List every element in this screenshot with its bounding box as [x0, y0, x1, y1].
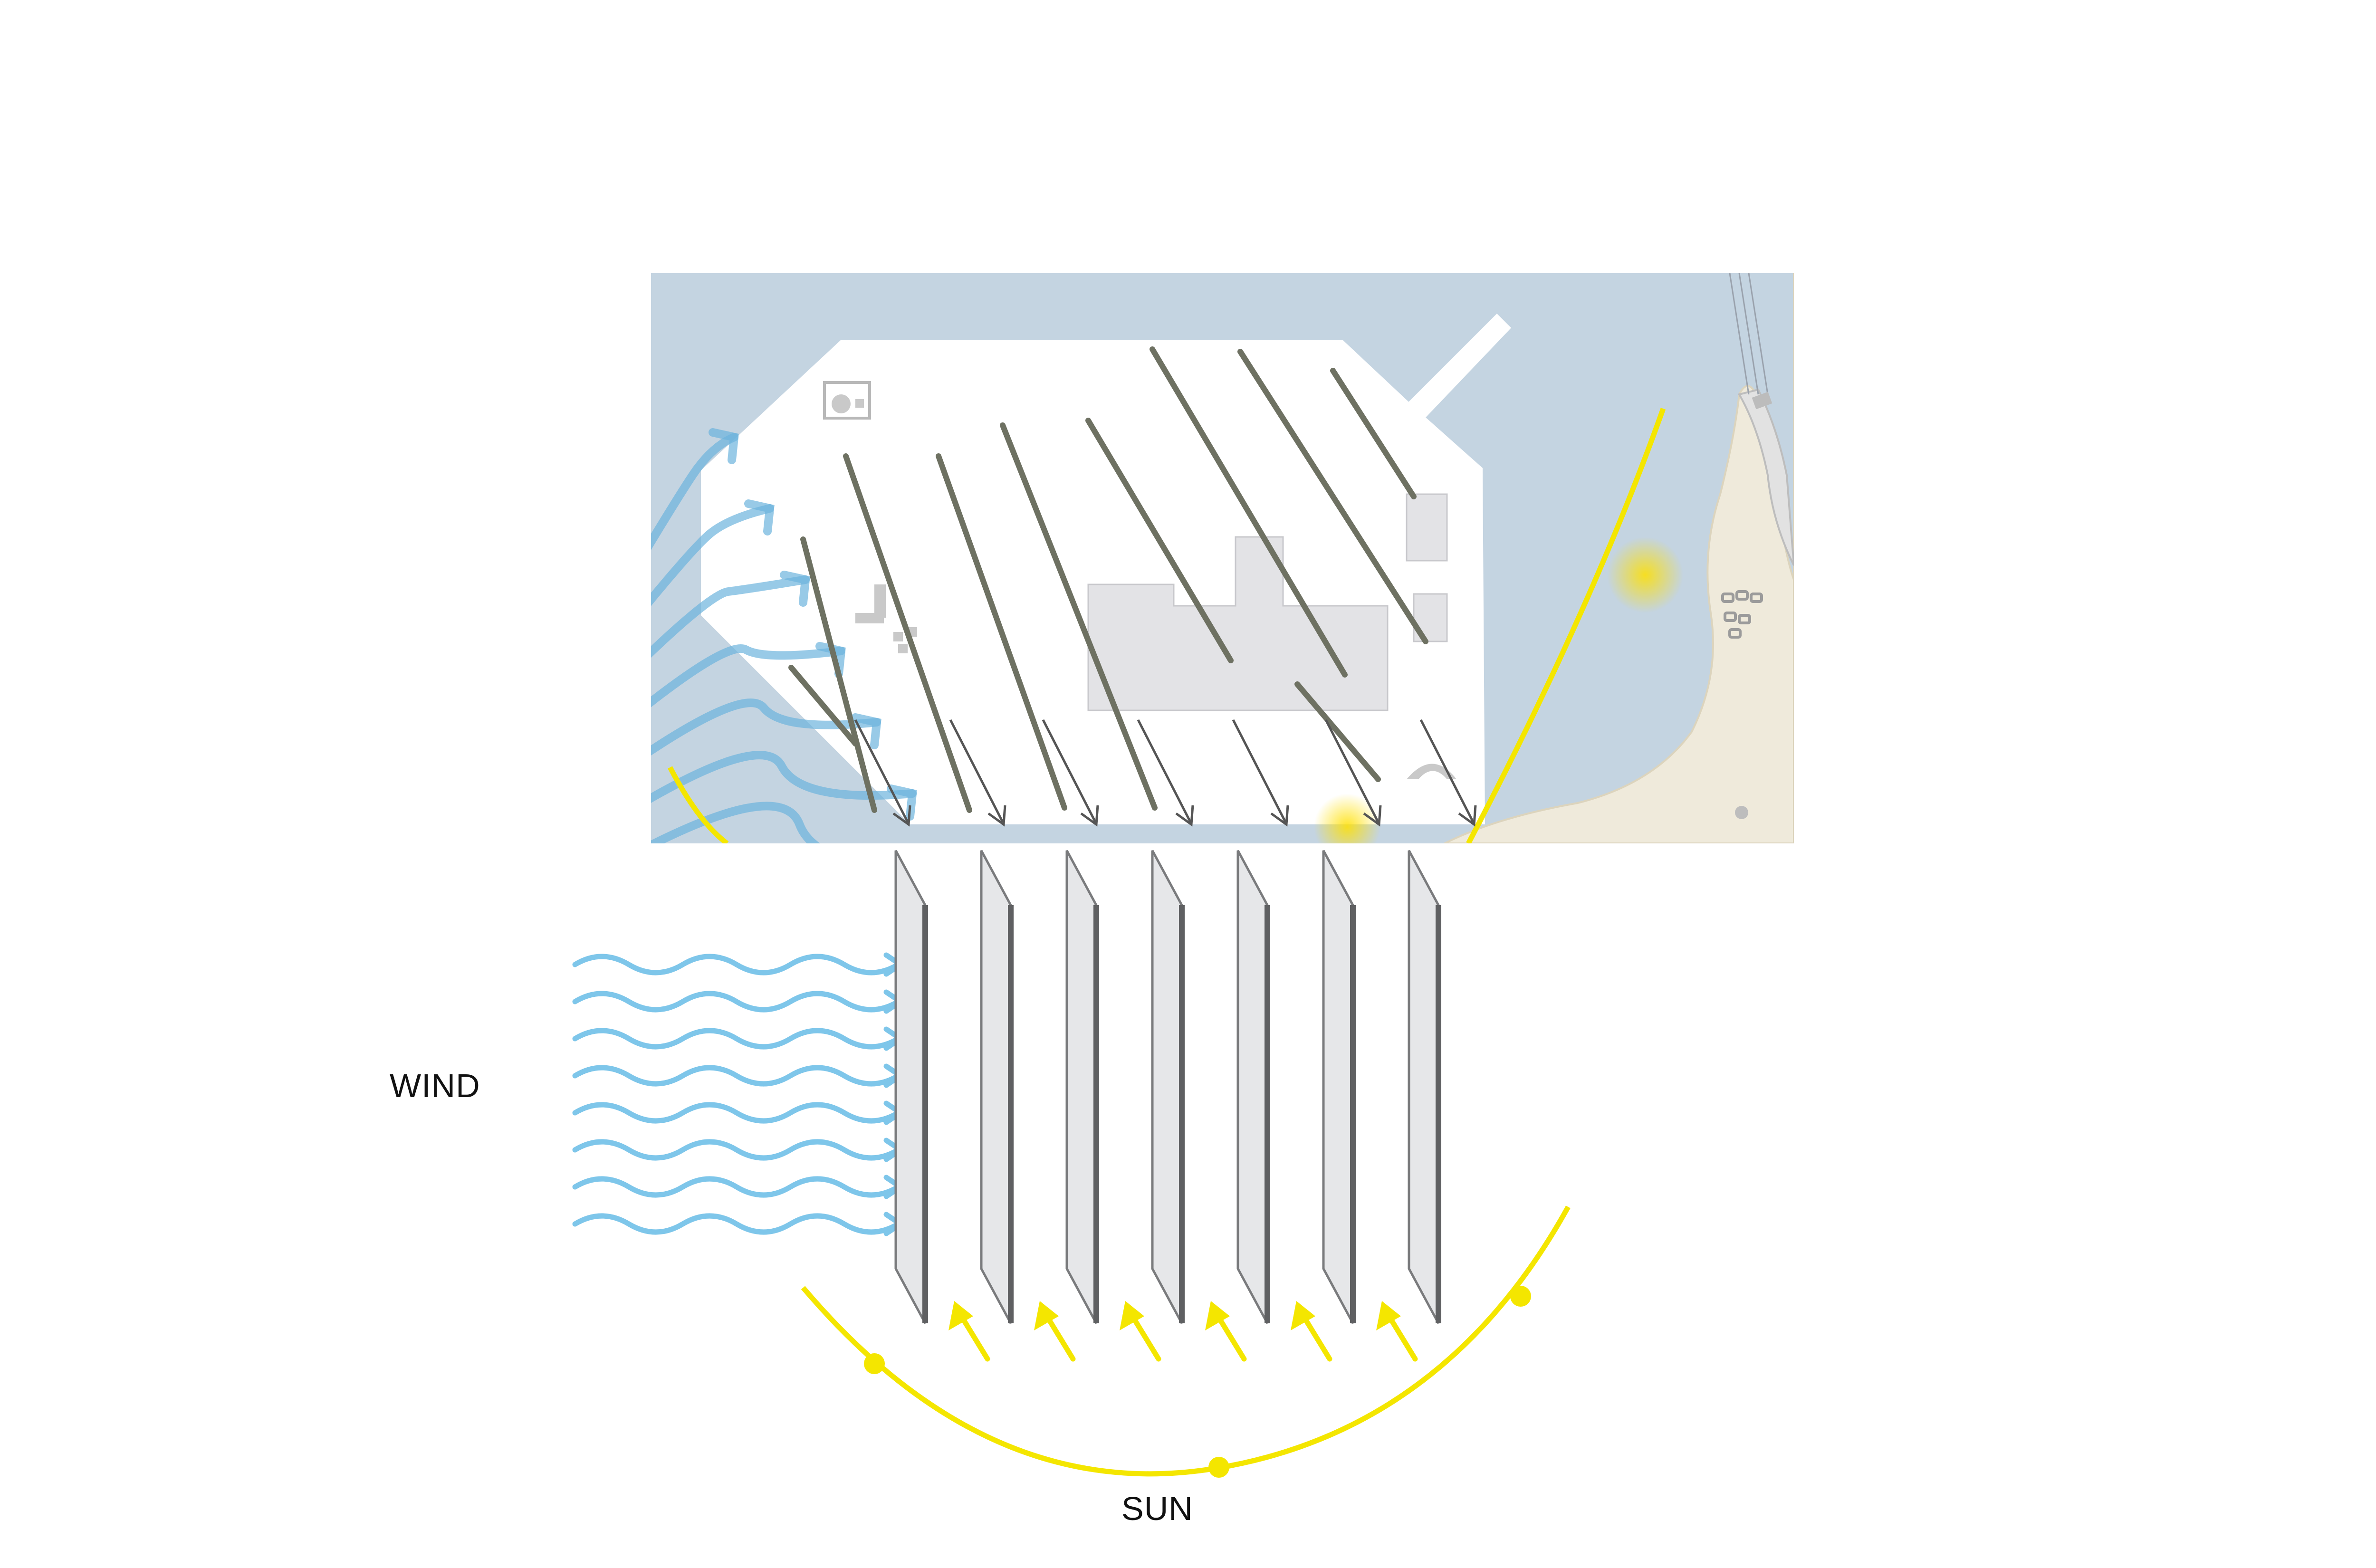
- sun-ray-arrow: [1120, 1301, 1161, 1362]
- map-sun-arrows: [854, 719, 1477, 827]
- sun-ray-arrow: [1034, 1301, 1076, 1362]
- fins-group: [894, 850, 1441, 1324]
- fin: [894, 850, 928, 1324]
- sun-ray-arrow: [948, 1301, 990, 1362]
- map-arrow: [1042, 719, 1099, 827]
- map-wind-arrows: [623, 428, 984, 937]
- sun-label: SUN: [1121, 1490, 1193, 1527]
- sun-ray-arrow: [1205, 1301, 1247, 1362]
- map-fin-line: [1150, 346, 1348, 678]
- fin: [1322, 850, 1356, 1324]
- map-wind-arrow: [651, 644, 845, 708]
- map-arrow: [1419, 719, 1477, 827]
- wind-wave-arrow: [572, 1176, 901, 1198]
- map-wind-arrow: [651, 575, 810, 658]
- fin: [1065, 850, 1099, 1324]
- fin: [980, 850, 1014, 1324]
- map-fin-line: [788, 665, 858, 746]
- map-fin-line: [1330, 368, 1417, 499]
- map-wind-arrow: [651, 698, 881, 756]
- map-wind-arrow: [623, 856, 984, 937]
- wind-wave-arrow: [572, 1028, 901, 1050]
- wind-label: WIND: [390, 1067, 480, 1104]
- map-arrow: [854, 719, 911, 827]
- sun-ray-arrow: [1376, 1301, 1418, 1362]
- wind-wave-arrow: [572, 1139, 901, 1161]
- map-arrow: [1324, 719, 1382, 827]
- map-wind-arrow: [651, 504, 774, 606]
- map-arrow: [949, 719, 1006, 827]
- wind-wave-arrow: [572, 1213, 901, 1235]
- sun-ray-arrow: [1291, 1301, 1332, 1362]
- pier: [1397, 314, 1511, 430]
- wind-wave-arrow: [572, 1102, 901, 1124]
- sun-position-markers: [864, 1286, 1531, 1478]
- map-arrow: [1137, 719, 1194, 827]
- fin: [1236, 850, 1270, 1324]
- small-structures: [823, 381, 1456, 779]
- map-wind-arrow: [651, 433, 738, 550]
- sun-ray-arrows: [948, 1301, 1418, 1362]
- buildings: [1087, 493, 1448, 711]
- sun-position-marker: [864, 1353, 885, 1374]
- sun-position-marker: [1208, 1457, 1229, 1478]
- map-sun-path: [1466, 408, 1666, 843]
- wind-wave-arrow: [572, 1065, 901, 1087]
- map-wind-arrow: [651, 751, 917, 803]
- map-fin-line: [936, 453, 1067, 811]
- map-fin-line: [1294, 681, 1381, 782]
- map-fin-line: [1085, 418, 1234, 663]
- map-sun-path: [668, 766, 729, 843]
- map-fin-line: [1000, 422, 1158, 811]
- sun-position-marker: [1510, 1286, 1531, 1307]
- fin: [1151, 850, 1185, 1324]
- map-arrow: [1232, 719, 1289, 827]
- wind-wave-arrow: [572, 954, 901, 975]
- map-sun-glow: [1607, 537, 1683, 613]
- fin: [1408, 850, 1441, 1324]
- wind-wave-arrow: [572, 991, 901, 1013]
- site-plan-map: [623, 273, 1794, 937]
- map-fin-line: [800, 536, 877, 813]
- wind-arrows: [572, 952, 905, 1236]
- map-fin-line: [1237, 349, 1428, 644]
- map-fin-line: [843, 453, 972, 813]
- shoreline-pier: [1737, 388, 1794, 566]
- map-fin-lines: [788, 346, 1428, 813]
